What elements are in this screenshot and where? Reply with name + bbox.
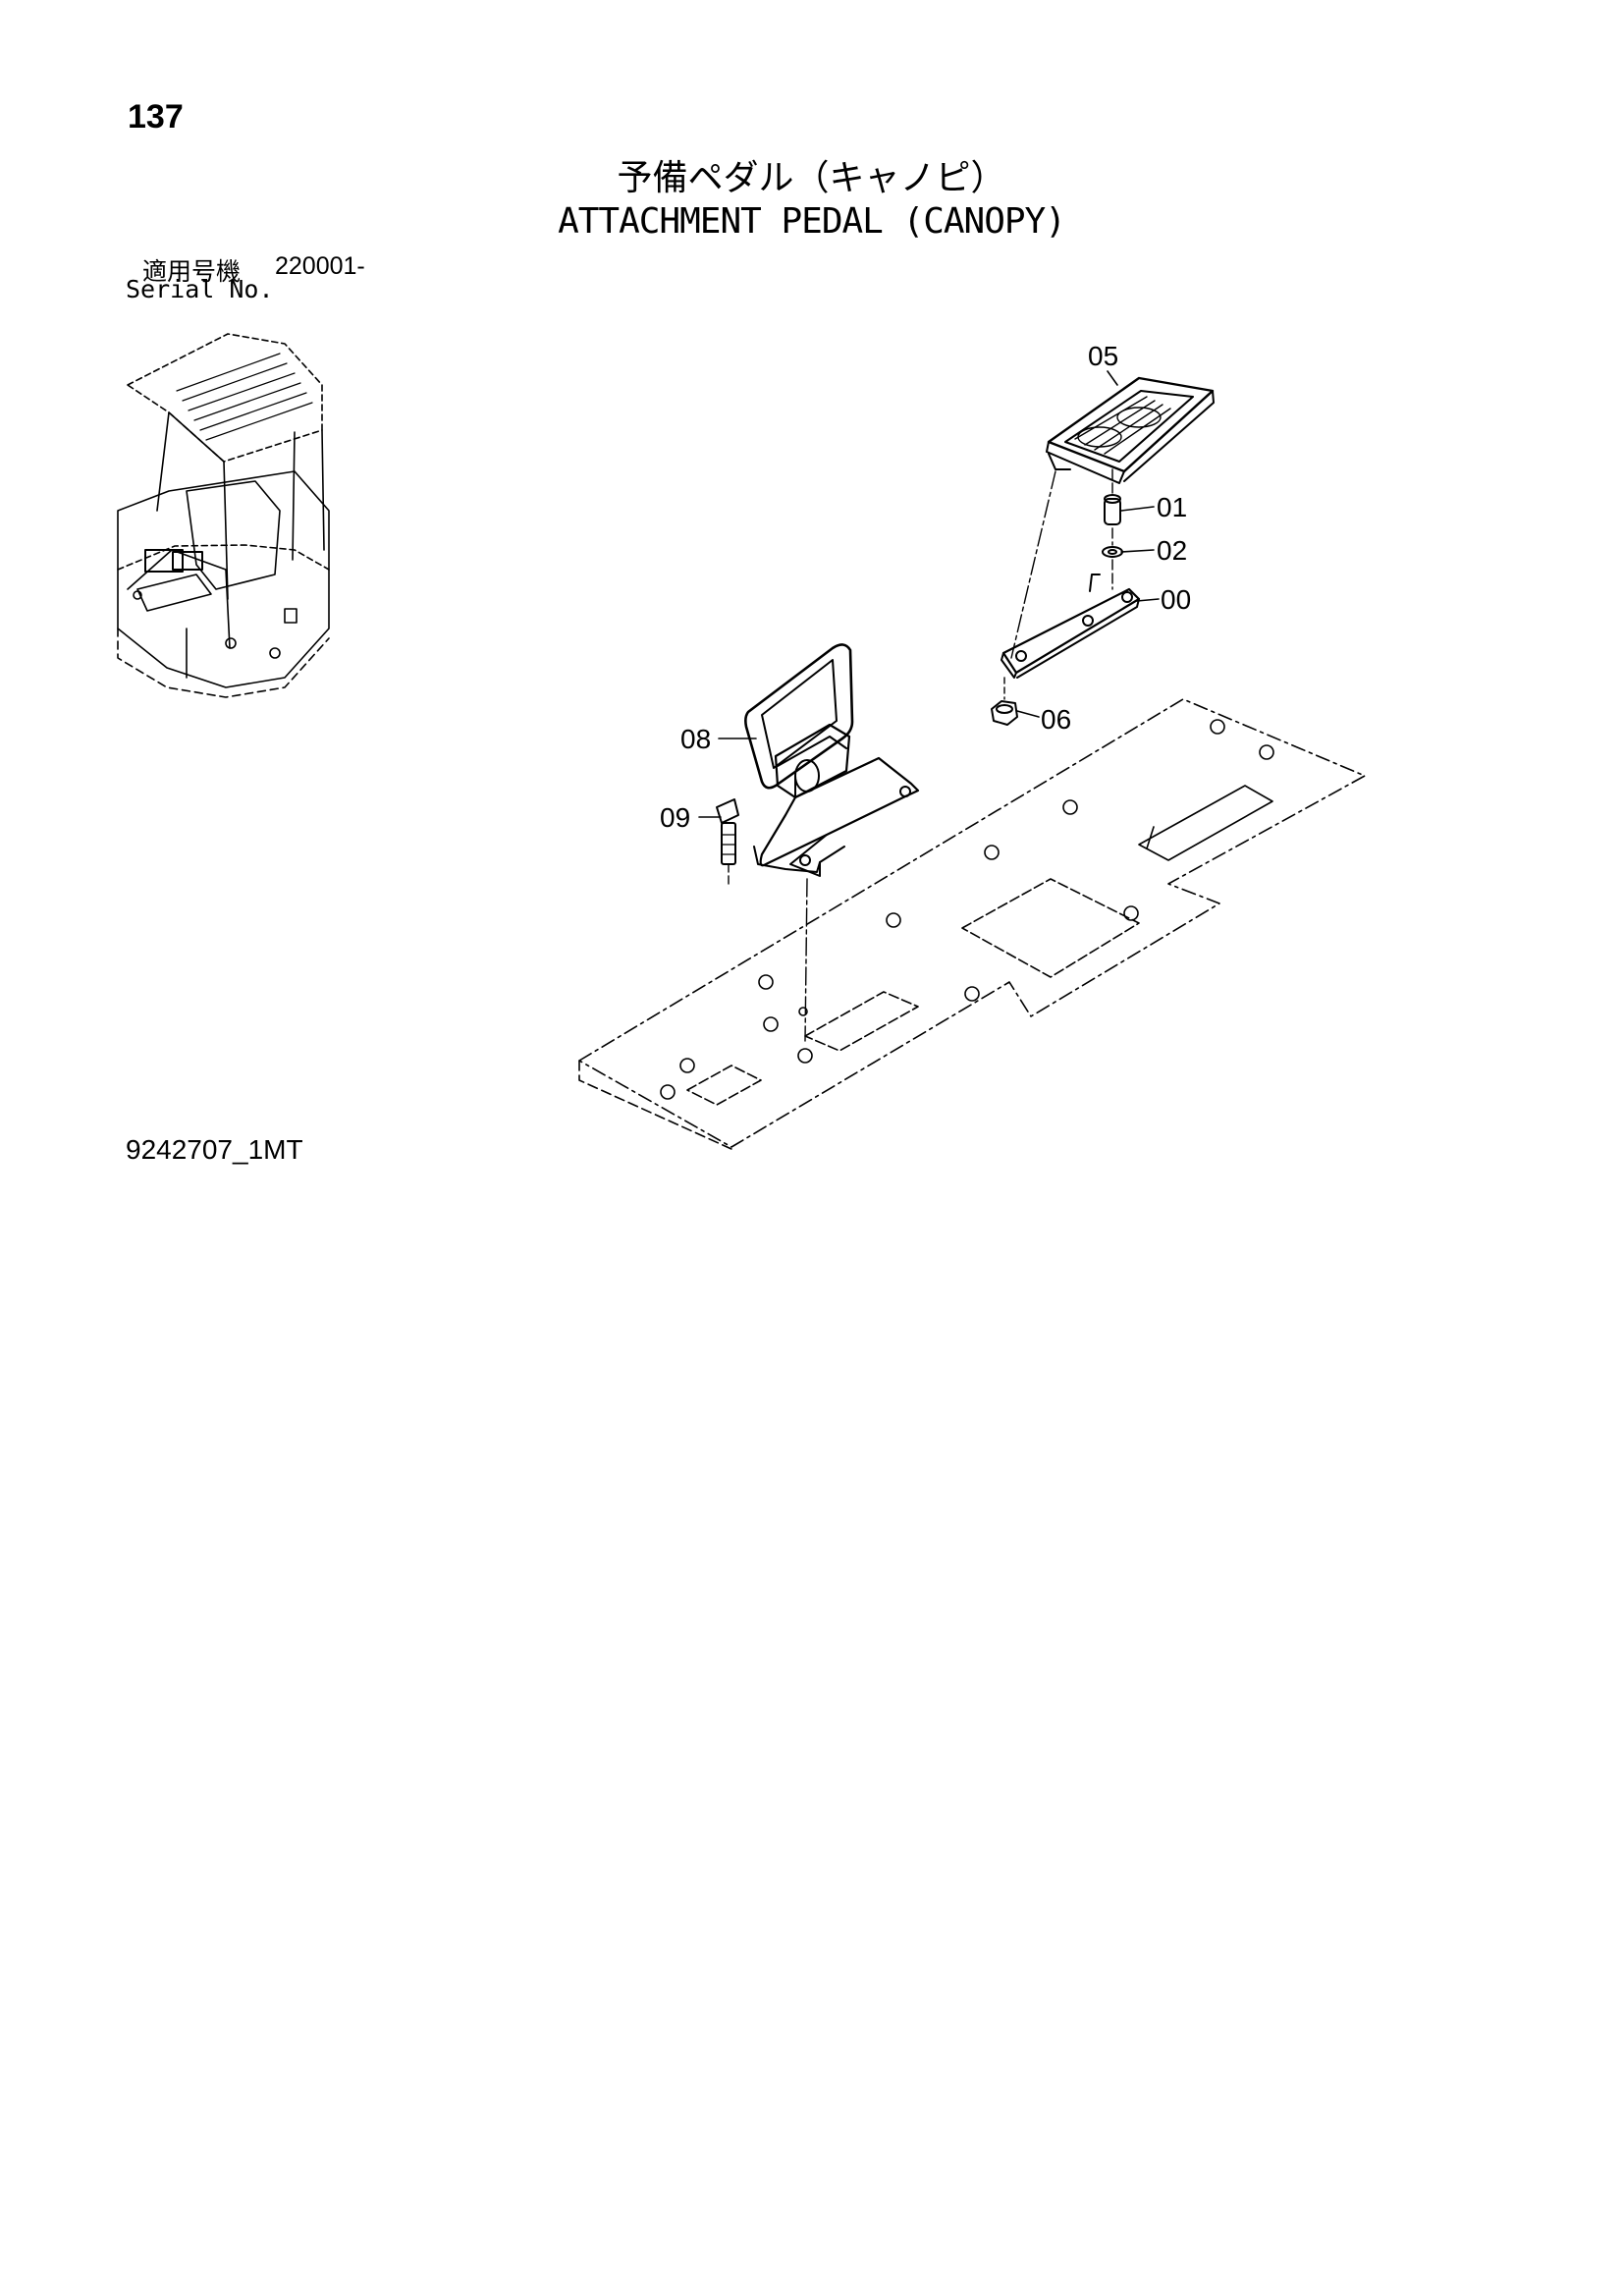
drawing-number: 9242707_1MT: [126, 1134, 303, 1165]
handle-assembly: [716, 643, 920, 1042]
callout-02: 02: [1157, 535, 1187, 566]
callout-leaders: [698, 370, 1160, 818]
page-number: 137: [128, 98, 184, 136]
callout-08: 08: [680, 724, 711, 754]
pedal-assembly: [991, 376, 1215, 726]
callout-05: 05: [1088, 341, 1118, 371]
callout-labels: 05 01 02 00 06 08 09: [660, 341, 1191, 833]
serial-label-japanese: 適用号機: [142, 257, 242, 286]
title-japanese: 予備ペダル（キャノピ）: [617, 158, 1006, 198]
callout-09: 09: [660, 802, 690, 833]
title-english: ATTACHMENT PEDAL (CANOPY): [558, 201, 1066, 242]
serial-label-english: Serial No.: [126, 275, 274, 303]
serial-value: 220001-: [275, 252, 365, 280]
callout-06: 06: [1041, 704, 1071, 735]
callout-00: 00: [1161, 584, 1191, 615]
callout-01: 01: [1157, 492, 1187, 522]
machine-locator-illustration: [117, 333, 330, 698]
floor-plate: [578, 698, 1366, 1150]
